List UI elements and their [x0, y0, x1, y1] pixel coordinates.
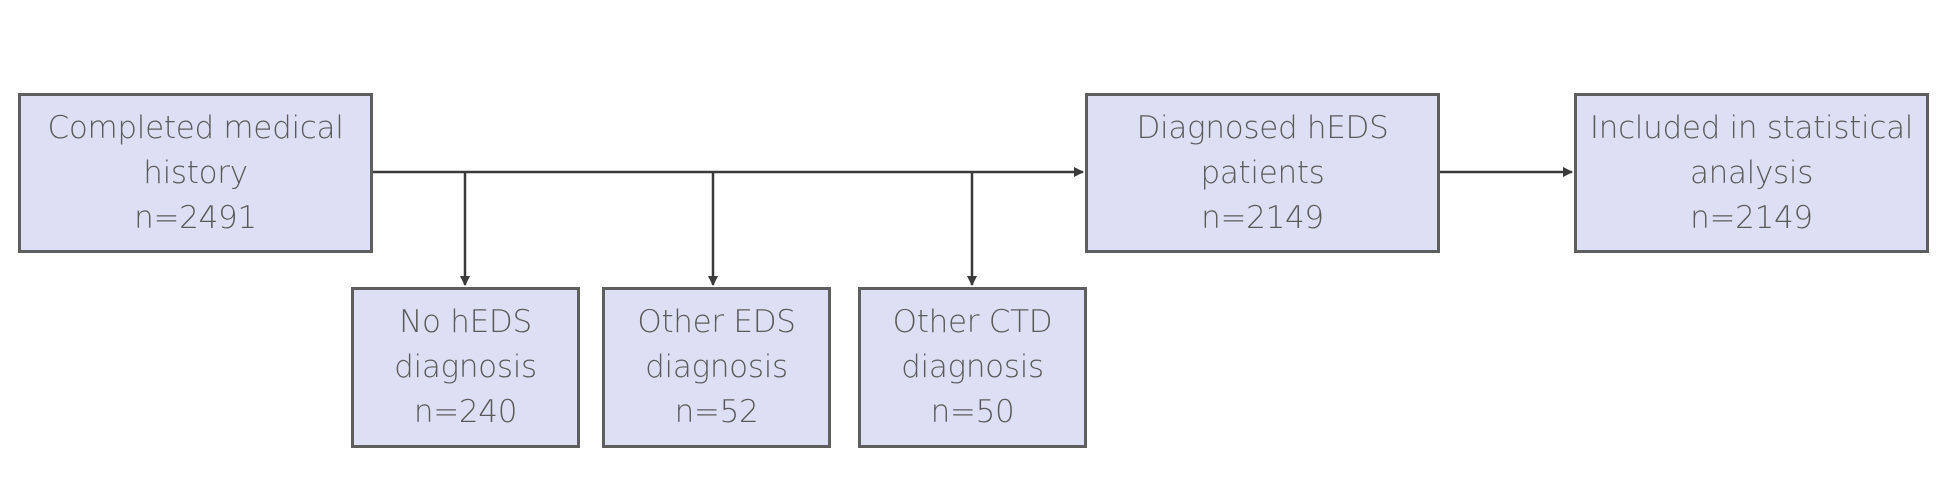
box-label-line2: patients — [1200, 154, 1325, 191]
box-label-line1: Included in statistical — [1589, 109, 1914, 146]
box-count: n=2149 — [1690, 199, 1813, 236]
diagnosed-heds-box: Diagnosed hEDS patients n=2149 — [1085, 93, 1440, 253]
box-label-line2: diagnosis — [901, 349, 1044, 385]
box-label-line2: diagnosis — [394, 349, 537, 385]
other-ctd-diagnosis-box: Other CTD diagnosis n=50 — [858, 287, 1087, 448]
box-count: n=2491 — [134, 199, 257, 236]
box-label-line2: analysis — [1689, 154, 1814, 191]
box-label-line1: No hEDS — [399, 304, 532, 340]
completed-history-box: Completed medical history n=2491 — [18, 93, 373, 253]
box-label-line1: Other EDS — [637, 304, 796, 340]
box-count: n=50 — [930, 394, 1015, 430]
box-count: n=52 — [674, 394, 759, 430]
box-label-line1: Other CTD — [892, 304, 1053, 340]
box-label-line2: history — [143, 154, 248, 191]
other-eds-diagnosis-box: Other EDS diagnosis n=52 — [602, 287, 831, 448]
box-count: n=2149 — [1201, 199, 1324, 236]
included-analysis-box: Included in statistical analysis n=2149 — [1574, 93, 1929, 253]
box-label-line2: diagnosis — [645, 349, 788, 385]
no-heds-diagnosis-box: No hEDS diagnosis n=240 — [351, 287, 580, 448]
box-count: n=240 — [413, 394, 518, 430]
box-label-line1: Completed medical — [47, 109, 344, 146]
box-label-line1: Diagnosed hEDS — [1136, 109, 1389, 146]
